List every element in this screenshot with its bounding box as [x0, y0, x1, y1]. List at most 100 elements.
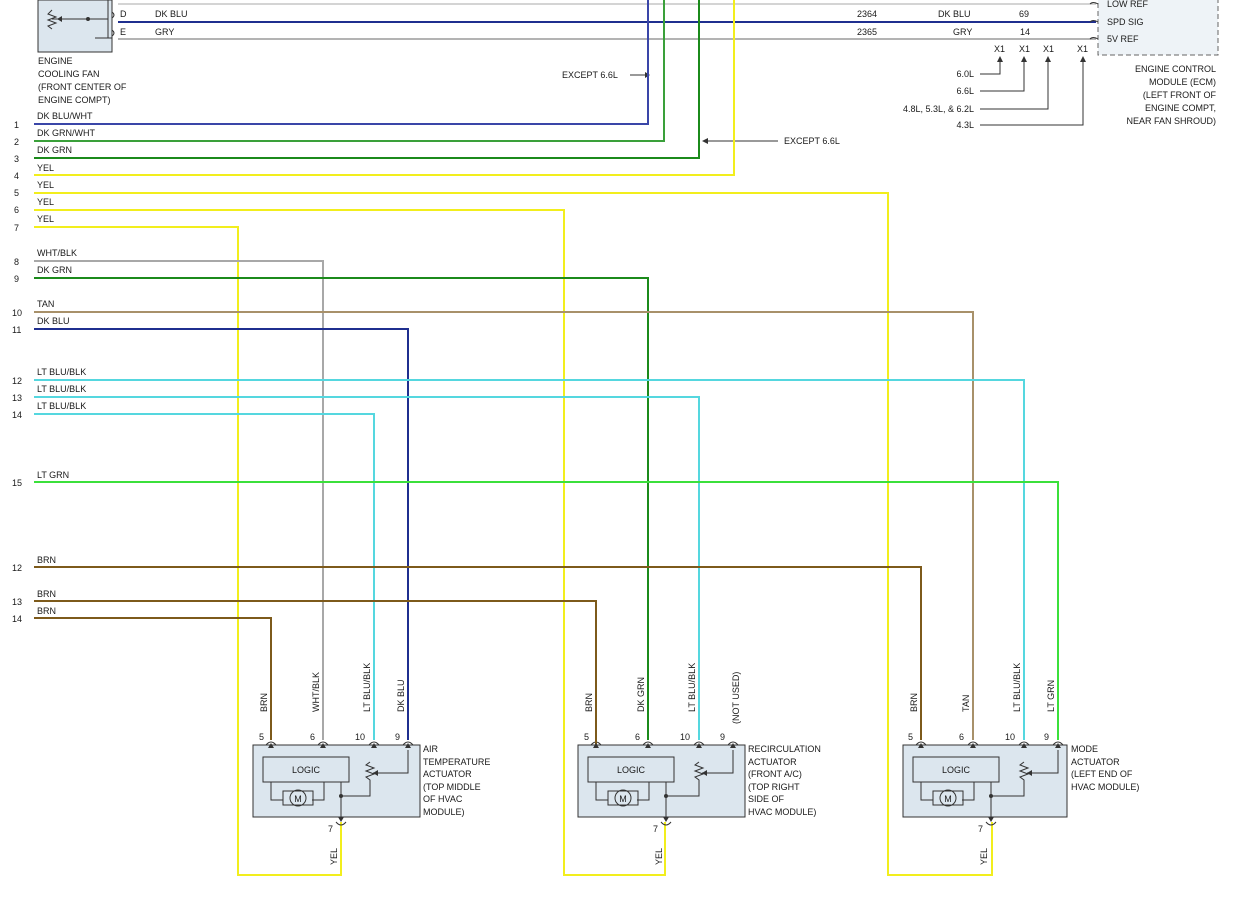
- actuator-3-bottom-pin: 7: [978, 824, 983, 834]
- wire-number: 12: [12, 376, 22, 386]
- wire-label: WHT/BLK: [37, 248, 77, 258]
- wire-15-lt-grn: [34, 481, 1059, 740]
- actuator-1-pin: 5: [259, 732, 264, 742]
- wire-label: BRN: [37, 589, 56, 599]
- actuator-3-pin: 10: [1005, 732, 1015, 742]
- ecm-body: [1097, 0, 1219, 56]
- wire-label: BRN: [37, 606, 56, 616]
- wire-5-yel: [34, 192, 993, 876]
- engine-6-0l: 6.0L: [956, 69, 974, 79]
- actuator-2-pin: 10: [680, 732, 690, 742]
- fan-caption-line-3: (FRONT CENTER OF: [38, 82, 127, 92]
- actuator-1-caption-line: AIR: [423, 744, 439, 754]
- actuator-3-caption-line: (LEFT END OF: [1071, 769, 1133, 779]
- actuator-2-caption-line: (FRONT A/C): [748, 769, 802, 779]
- circuit-2365: 2365: [857, 27, 877, 37]
- recirculation-actuator: BRN DK GRN LT BLU/BLK (NOT USED) 5 6 10 …: [577, 663, 821, 865]
- actuator-1-wire-label: LT BLU/BLK: [362, 663, 372, 712]
- wire-number: 9: [14, 274, 19, 284]
- actuator-2-caption-line: (TOP RIGHT: [748, 782, 800, 792]
- actuator-2-pin: 5: [584, 732, 589, 742]
- ecm-caption-line-2: MODULE (ECM): [1149, 77, 1216, 87]
- wire-number: 14: [12, 614, 22, 624]
- actuator-1-pin: 9: [395, 732, 400, 742]
- wire-1-dk-blu-wht: [34, 0, 649, 125]
- wire-number: 4: [14, 171, 19, 181]
- actuator-2-caption-line: SIDE OF: [748, 794, 785, 804]
- ecm-caption-line-5: NEAR FAN SHROUD): [1126, 116, 1216, 126]
- actuator-1-pin: 10: [355, 732, 365, 742]
- wire-label: DK GRN: [37, 145, 72, 155]
- connector-x1-4: X1: [1077, 44, 1088, 54]
- actuator-1-caption-line: (TOP MIDDLE: [423, 782, 481, 792]
- fan-caption-line-2: COOLING FAN: [38, 69, 100, 79]
- actuator-3-pin: 5: [908, 732, 913, 742]
- wire-4-yel: [34, 0, 735, 176]
- actuator-2-caption-line: HVAC MODULE): [748, 807, 816, 817]
- wire-10-tan: [34, 311, 974, 740]
- wire-14-lt-blu-blk: [34, 413, 375, 740]
- wire-9-dk-grn: [34, 277, 649, 740]
- actuator-2-wire-label: DK GRN: [636, 677, 646, 712]
- actuator-2-logic-box: [587, 756, 675, 783]
- wire-number: 11: [12, 325, 21, 335]
- wire-number: 8: [14, 257, 19, 267]
- mode-actuator: BRN TAN LT BLU/BLK LT GRN 5 6 10 9 LOGIC…: [902, 663, 1139, 865]
- actuator-3-wire-label: LT GRN: [1046, 680, 1056, 712]
- actuator-1-bottom-pin: 7: [328, 824, 333, 834]
- ecm-signal-low-ref: LOW REF: [1107, 0, 1149, 9]
- motor-icon: [289, 789, 307, 807]
- wire-number: 13: [12, 597, 22, 607]
- actuator-2-caption-line: ACTUATOR: [748, 757, 797, 767]
- actuator-1-caption-line: ACTUATOR: [423, 769, 472, 779]
- ecm-caption-line-1: ENGINE CONTROL: [1135, 64, 1216, 74]
- wire-label: DK GRN: [37, 265, 72, 275]
- wire-number: 3: [14, 154, 19, 164]
- wire-label: YEL: [37, 197, 54, 207]
- wire-6-yel: [34, 209, 666, 876]
- actuator-2-motor-label: M: [619, 794, 627, 804]
- fan-wire-dk-blu: DK BLU: [155, 9, 188, 19]
- actuator-3-caption-line: MODE: [1071, 744, 1098, 754]
- wire-number: 12: [12, 563, 22, 573]
- motor-icon: [939, 789, 957, 807]
- wire-12-brn: [34, 566, 922, 740]
- actuator-2-pin: 6: [635, 732, 640, 742]
- pin-arrows: [268, 743, 1061, 822]
- motor-icon: [614, 789, 632, 807]
- fan-sensor-symbol: [46, 9, 58, 30]
- wire-label: YEL: [37, 214, 54, 224]
- ecm-caption-line-4: ENGINE COMPT,: [1145, 103, 1216, 113]
- actuator-1-wire-label: WHT/BLK: [311, 672, 321, 712]
- actuator-2-bottom-pin: 7: [653, 824, 658, 834]
- wire-number: 6: [14, 205, 19, 215]
- fan-pin-e: E: [120, 27, 126, 37]
- wire-labels: DK BLU/WHT DK GRN/WHT DK GRN YEL YEL YEL…: [37, 111, 95, 616]
- actuator-1-bottom-wire-label: YEL: [329, 848, 339, 865]
- fan-wire-gry: GRY: [155, 27, 174, 37]
- wire-numbers: 1 2 3 4 5 6 7 8 9 10 11 12 13 14 15 12 1…: [12, 120, 22, 624]
- wire-14-brn: [34, 617, 272, 740]
- fan-body: [37, 0, 113, 53]
- engine-6-6l: 6.6L: [956, 86, 974, 96]
- actuator-3-caption-line: HVAC MODULE): [1071, 782, 1139, 792]
- actuator-1-caption-line: TEMPERATURE: [423, 757, 490, 767]
- actuator-2-pin: 9: [720, 732, 725, 742]
- wire-label: YEL: [37, 163, 54, 173]
- except-6-6l-note-1: EXCEPT 6.6L: [562, 70, 618, 80]
- actuator-2-wire-label: BRN: [584, 693, 594, 712]
- actuator-2-wire-label: LT BLU/BLK: [687, 663, 697, 712]
- connector-x1-1: X1: [994, 44, 1005, 54]
- engine-4-8l-5-3l-6-2l: 4.8L, 5.3L, & 6.2L: [903, 104, 974, 114]
- wire-label: TAN: [37, 299, 54, 309]
- wire-label: YEL: [37, 180, 54, 190]
- circuit-2364: 2364: [857, 9, 877, 19]
- ecm-pin-69: 69: [1019, 9, 1029, 19]
- fan-caption-line-1: ENGINE: [38, 56, 73, 66]
- actuator-1-caption-line: OF HVAC: [423, 794, 463, 804]
- wire-label: DK GRN/WHT: [37, 128, 95, 138]
- actuator-1-motor-label: M: [294, 794, 302, 804]
- wire-number: 10: [12, 308, 22, 318]
- wire-label: LT GRN: [37, 470, 69, 480]
- wire-3-dk-grn: [34, 0, 700, 159]
